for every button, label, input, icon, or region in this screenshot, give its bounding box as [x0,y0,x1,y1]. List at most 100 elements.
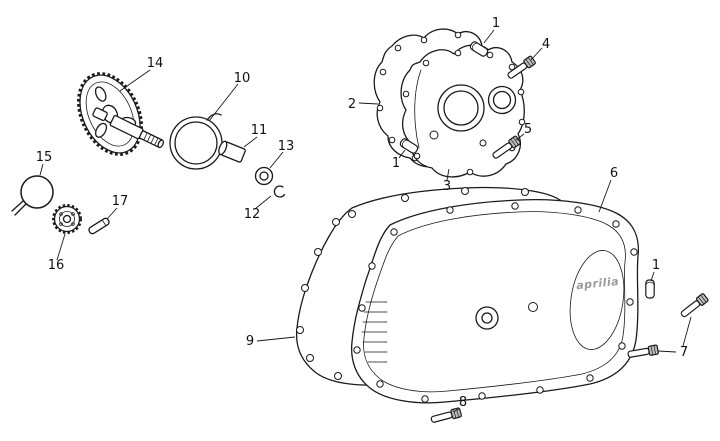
bolt-hole [626,298,634,306]
emblem-oval [569,250,625,350]
bolt-hole [368,262,376,270]
bolt-hole [486,51,494,59]
leader-10 [208,83,239,122]
part-label-14: 14 [147,56,164,71]
leader-13 [269,151,284,169]
case-inner-contour [414,69,422,149]
bolt-hole [421,395,429,403]
bolt-hole [301,284,309,292]
leader-1-top [483,29,495,44]
bolt-hole [466,168,474,176]
part-labels: 1 4 2 5 1 3 14 10 11 13 12 15 17 16 6 1 … [36,16,688,410]
pin-17 [88,217,110,235]
bolt-hole [536,386,544,394]
bolt-hole [376,104,384,112]
bolt-hole [358,304,366,312]
bolt-hole [446,206,454,214]
bearing-opening-outer [437,84,485,132]
bolt-hole [348,210,356,218]
bolt-hole [306,354,314,362]
return-spring-ring-10 [169,113,223,170]
bolt-hole [517,88,525,96]
gear-dot [59,212,63,216]
ring-outer [169,116,223,170]
leader-17 [106,207,118,220]
small-boss-hole [429,130,439,140]
gear-dot [71,212,75,216]
gear-rim-line [85,81,135,147]
ring-inner [174,121,218,165]
leader-12 [254,195,272,210]
bolt-hole [413,152,421,160]
bolt-hole [394,44,402,52]
bolt-hole [461,187,469,195]
bolt-hole [574,206,582,214]
shaft-tip [157,139,165,149]
leader-3 [446,168,450,181]
bolt-hole [314,248,322,256]
bolt-hole [296,326,304,334]
kickstart-boss-outer [475,306,499,330]
bolt-hole [401,194,409,202]
pin-edge [101,219,107,227]
part-label-1-top: 1 [492,16,500,31]
clip-12 [273,185,286,198]
leader-7a [682,316,692,347]
leader-9 [256,336,296,342]
bolt-hole [630,248,638,256]
circlip-tail [11,200,24,212]
part-label-1-mid: 1 [392,156,400,171]
part-label-16: 16 [48,258,65,273]
gear-lightening-hole [94,122,108,138]
bolt-hole [518,118,526,126]
bolt-hole [618,342,626,350]
gear-dot [59,222,63,226]
kickstart-gear-14 [77,72,165,156]
spline-line [150,135,155,144]
pinion-gear-16 [52,204,82,234]
leader-lines [39,29,692,413]
cover-inner-contour [363,211,626,393]
bolt-hole [379,68,387,76]
secondary-opening-inner [492,90,512,110]
bolt-hole [586,374,594,382]
leader-1-mid [398,149,406,159]
part-label-11: 11 [251,123,268,138]
bushing-face [218,140,228,156]
part-label-2: 2 [348,97,356,112]
part-label-17: 17 [112,194,129,209]
bolt-hole [332,218,340,226]
leader-14 [119,69,151,92]
circlip-tail [14,203,27,216]
small-hole [528,302,538,312]
bolt-hole [511,202,519,210]
leader-2 [358,102,379,105]
bolt-hole [521,188,529,196]
aprilia-logo-text: aprilia [576,275,620,292]
part-label-4: 4 [542,37,550,52]
bolt-hole [353,346,361,354]
part-label-15: 15 [36,150,53,165]
gear-dot [71,222,75,226]
pin-body [88,217,110,235]
leader-4 [530,47,543,61]
shaft-stub [92,107,108,122]
crankcase-half-3 [400,44,526,178]
gear-lightening-hole [94,86,107,102]
kickstart-boss-inner [481,312,493,324]
spline-line [143,132,148,141]
bolt-hole [478,392,486,400]
bolt-hole [376,380,384,388]
part-label-3: 3 [443,179,451,194]
bolt-7-upper [678,292,710,320]
bolt-hole [402,90,410,98]
dowel-pin-1-right [645,279,655,299]
leader-6 [598,179,612,213]
part-label-8: 8 [459,395,467,410]
part-label-13: 13 [278,139,295,154]
bolt-hole [454,49,462,57]
cooling-fins [361,301,388,363]
part-label-7: 7 [680,345,688,360]
